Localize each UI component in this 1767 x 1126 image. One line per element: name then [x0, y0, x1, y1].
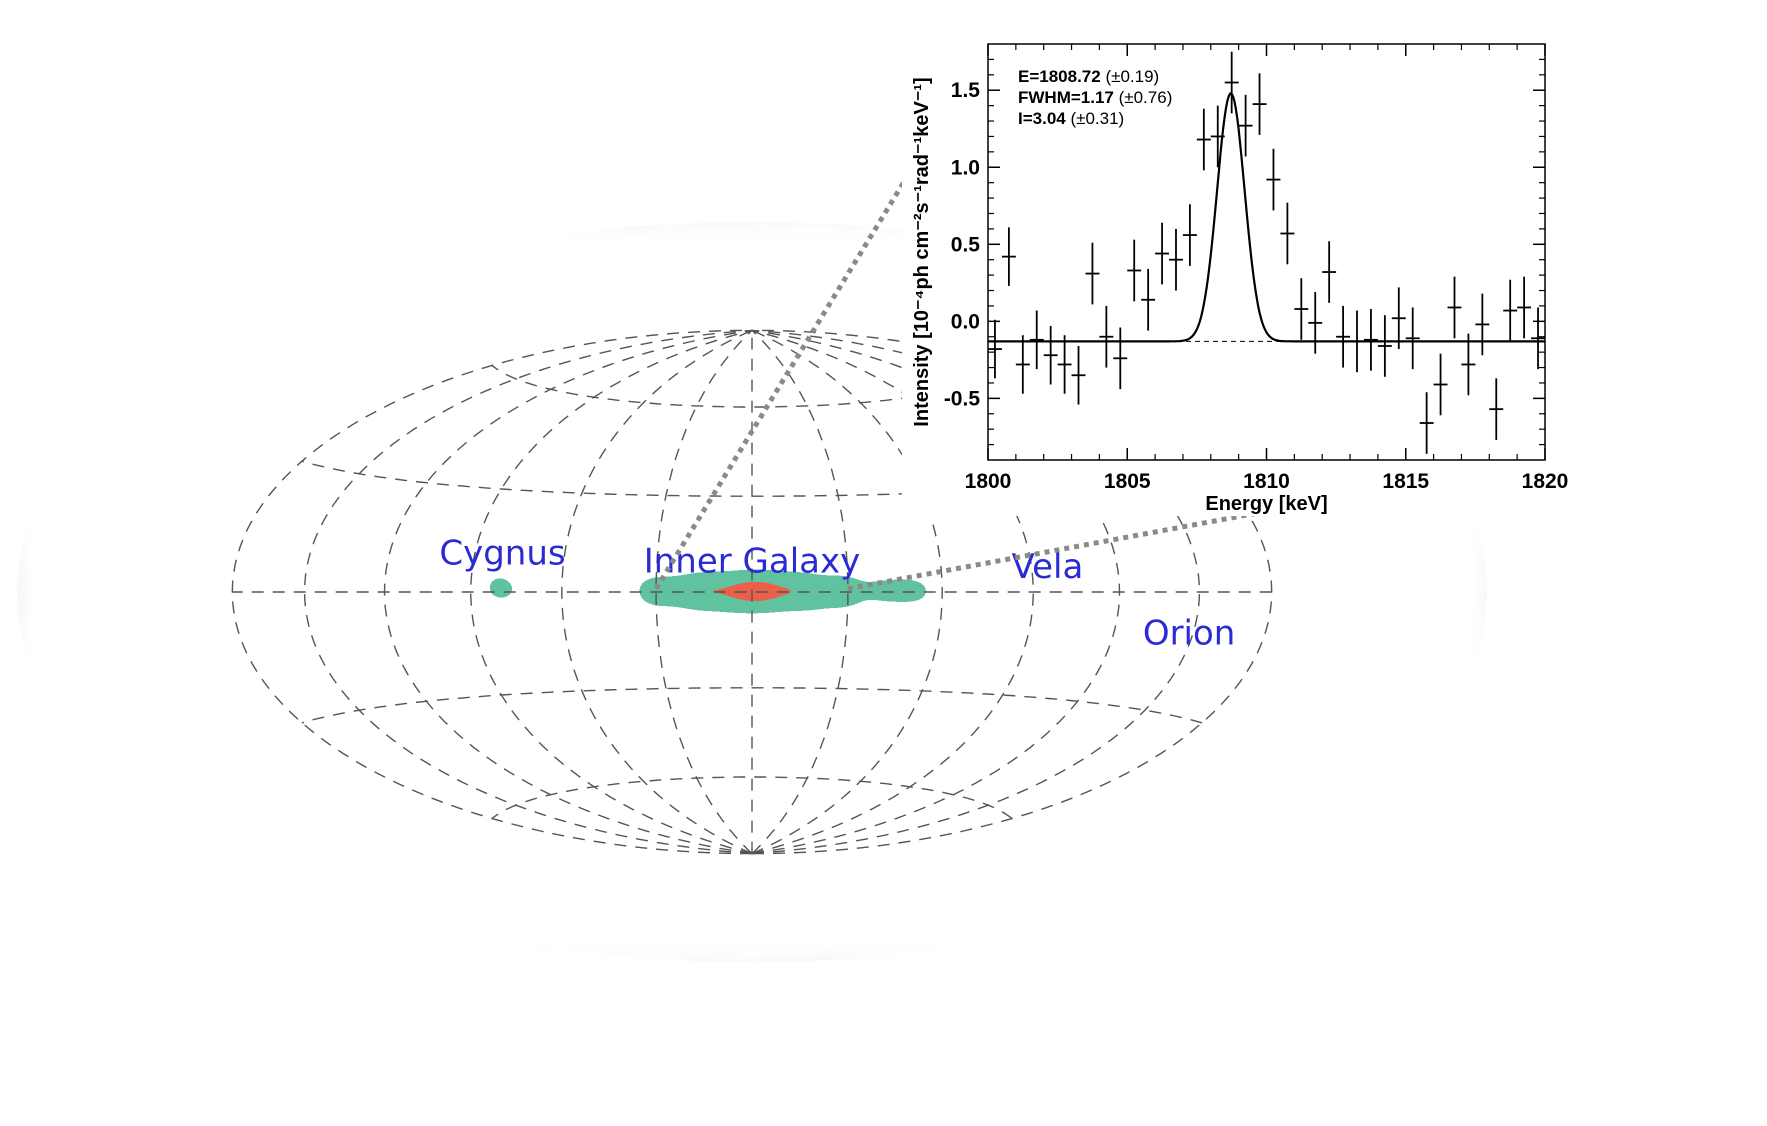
fit-annotation: FWHM=1.17 (±0.76) [1018, 88, 1172, 107]
emission-blob [952, 580, 994, 601]
data-point [1266, 148, 1281, 211]
emission-blob [981, 581, 1014, 600]
y-tick-label: 0.0 [951, 310, 980, 333]
data-point [1057, 335, 1072, 394]
data-point [1405, 307, 1420, 370]
inset-background [902, 0, 1767, 516]
fit-annotation: E=1808.72 (±0.19) [1018, 67, 1159, 86]
y-tick-label: 0.5 [951, 233, 981, 256]
data-point [1308, 292, 1323, 354]
fit-error: (±0.19) [1105, 67, 1159, 86]
data-point [1475, 293, 1490, 356]
y-tick-label: -0.5 [944, 387, 981, 410]
data-point [1099, 305, 1114, 368]
data-point [1224, 51, 1239, 114]
fit-error: (±0.76) [1119, 88, 1173, 107]
region-label: Cygnus [439, 534, 565, 574]
data-point [1377, 315, 1392, 377]
fit-annotations: E=1808.72 (±0.19) FWHM=1.17 (±0.76) I=3.04… [1018, 67, 1172, 128]
emission-blob [710, 612, 743, 637]
emission-blob [698, 662, 724, 695]
data-point [1155, 222, 1170, 285]
data-point [1029, 310, 1044, 370]
data-point [1252, 73, 1267, 135]
data-point [1447, 276, 1462, 339]
data-point [1141, 268, 1156, 331]
data-point [1363, 309, 1378, 371]
data-point [1294, 278, 1309, 340]
gaussian-fit-curve [988, 92, 1545, 343]
emission-blob [863, 529, 889, 550]
data-point [1419, 392, 1434, 454]
data-point [1336, 305, 1351, 368]
data-point [1127, 239, 1142, 302]
data-point [1001, 227, 1016, 286]
data-point [1015, 335, 1030, 394]
region-label: Inner Galaxy [644, 542, 861, 582]
emission-blob [337, 612, 370, 642]
data-point [1280, 202, 1295, 265]
x-tick-label: 1820 [1522, 470, 1569, 493]
emission-blob [604, 566, 645, 592]
data-point [1043, 325, 1058, 385]
axis-ticks: 1800 1805 1810 1815 1820 -0.5 0.0 0.5 1.0 1.5 [944, 44, 1569, 493]
data-point [1461, 333, 1476, 396]
x-tick-label: 1800 [965, 470, 1012, 493]
emission-blob [658, 582, 699, 600]
emission-blob [929, 593, 955, 618]
emission-blob [802, 582, 843, 600]
spectrum-inset: 1800 1805 1810 1815 1820 -0.5 0.0 0.5 1.0 1.5 E=1… [902, 0, 1767, 516]
data-point [1322, 241, 1337, 303]
fit-error: (±0.31) [1070, 109, 1124, 128]
data-point [1391, 287, 1406, 350]
data-point [1489, 378, 1504, 440]
plot-marks [988, 51, 1545, 454]
emission-blob [502, 536, 528, 586]
emission-blob [1146, 662, 1171, 696]
emission-blob [328, 556, 349, 573]
data-point [1503, 279, 1518, 342]
y-tick-label: 1.5 [951, 79, 981, 102]
data-point [1350, 310, 1364, 373]
y-tick-label: 1.0 [951, 156, 980, 179]
data-point [1085, 242, 1100, 305]
emission-blob [1019, 579, 1077, 609]
data-point [1531, 307, 1545, 370]
region-label: Orion [1143, 614, 1236, 654]
meridian-line [561, 329, 753, 855]
y-axis-title: Intensity [10⁻⁴ph cm⁻²s⁻¹rad⁻¹keV⁻¹] [911, 77, 933, 426]
x-tick-label: 1810 [1243, 470, 1290, 493]
data-point [1433, 353, 1448, 416]
fit-value: FWHM=1.17 [1018, 88, 1119, 107]
data-point [1238, 94, 1253, 157]
x-tick-label: 1805 [1104, 470, 1151, 493]
emission-blob [989, 607, 1014, 632]
data-point [1182, 204, 1197, 266]
emission-blob [1139, 629, 1164, 655]
parallel-line [301, 687, 1203, 724]
data-point [1113, 327, 1128, 390]
x-axis-title: Energy [keV] [1205, 493, 1327, 515]
emission-blob [766, 582, 815, 601]
x-tick-label: 1815 [1382, 470, 1429, 493]
data-point [1169, 228, 1183, 291]
fit-value: E=1808.72 [1018, 67, 1105, 86]
data-point [988, 319, 1002, 379]
data-point [1071, 345, 1086, 405]
fit-annotation: I=3.04 (±0.31) [1018, 109, 1124, 128]
emission-blob [803, 605, 828, 631]
fit-value: I=3.04 [1018, 109, 1070, 128]
data-point [1196, 108, 1211, 171]
data-point [1517, 276, 1532, 339]
parallel-line [491, 776, 1013, 820]
data-point [1210, 105, 1225, 168]
